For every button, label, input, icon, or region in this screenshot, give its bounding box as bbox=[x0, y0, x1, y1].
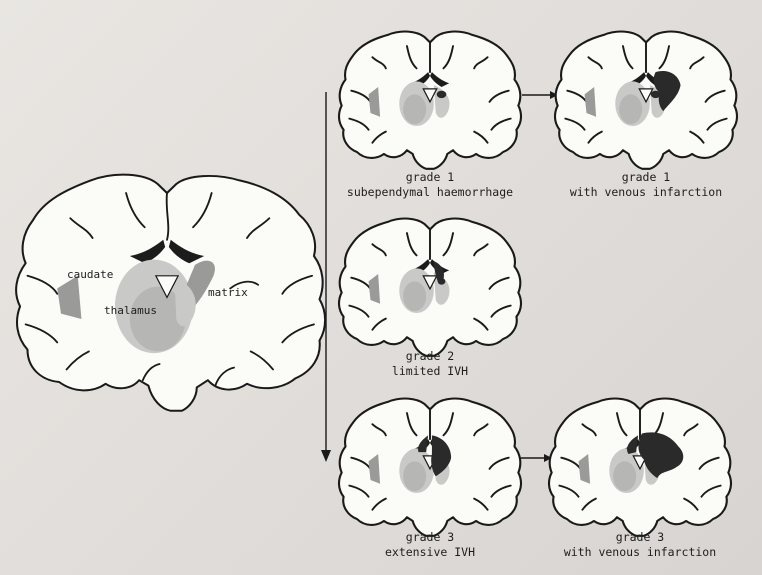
label-matrix: matrix bbox=[208, 286, 248, 299]
grade3-venous-title: grade 3 bbox=[616, 530, 665, 544]
brain-grade1-venous bbox=[553, 30, 739, 170]
vertical-arrow-head bbox=[321, 450, 331, 462]
brain-grade1 bbox=[337, 30, 523, 170]
brain-grade2 bbox=[337, 217, 523, 357]
grade1-subtitle: subependymal haemorrhage bbox=[347, 185, 513, 199]
label-thalamus: thalamus bbox=[104, 304, 157, 317]
grade3-venous-subtitle: with venous infarction bbox=[564, 545, 716, 559]
arrow-grade3-head bbox=[544, 454, 552, 462]
grade1-venous-title: grade 1 bbox=[622, 170, 671, 184]
label-caudate: caudate bbox=[67, 268, 113, 281]
main-brain bbox=[15, 173, 327, 412]
brain-grade3 bbox=[337, 397, 523, 537]
grade3-title: grade 3 bbox=[406, 530, 455, 544]
grade1-venous-subtitle: with venous infarction bbox=[570, 185, 722, 199]
grade1-title: grade 1 bbox=[406, 170, 455, 184]
brain-grade3-venous bbox=[547, 397, 733, 537]
grade2-subtitle: limited IVH bbox=[392, 364, 468, 378]
grade3-subtitle: extensive IVH bbox=[385, 545, 475, 559]
grade2-title: grade 2 bbox=[406, 349, 454, 363]
arrow-grade1-head bbox=[550, 91, 558, 99]
